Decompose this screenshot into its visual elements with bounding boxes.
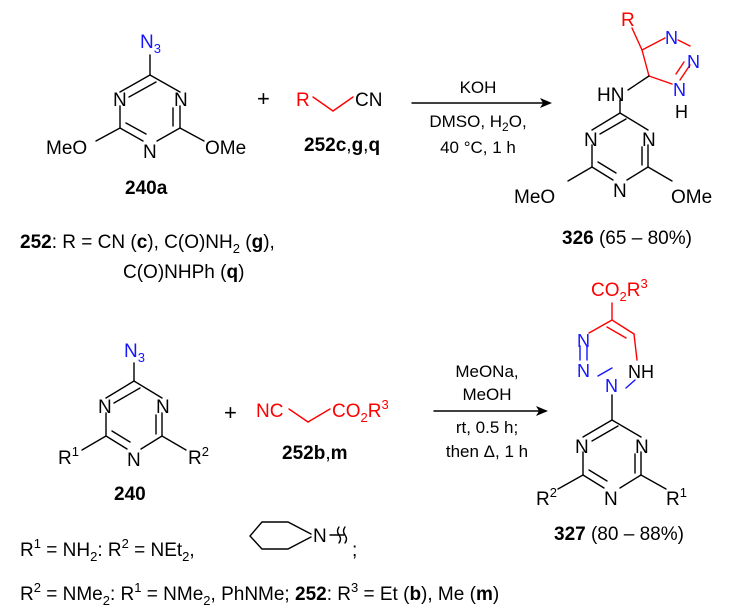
left-group: R1 [58,444,79,469]
reaction-arrow-1: KOH DMSO, H2O, 40 °C, 1 h [411,78,552,157]
legend-semicolon: ; [352,540,357,561]
compound-label-326: 326 (65 – 80%) [562,228,692,249]
hn-label: HN [597,85,624,106]
product-327: CO2R3 N N N NH N N N R2 R1 327 (80 – 88%… [536,276,687,545]
ring-n-bottom: N [127,450,141,471]
triazole-nh-n: N [673,80,686,100]
triazole-nh-h: H [675,102,688,122]
ring-n-right: N [642,130,656,151]
triazine-nh: NH [628,362,654,382]
ring-n-bottom: N [613,181,627,202]
left-group: R2 [536,485,557,510]
product-r-label: R [621,10,635,31]
triazine-n-mid: N [577,361,590,381]
reagent-r-label: R [296,90,310,111]
azide-label: N3 [140,32,161,56]
plus-sign: + [224,400,237,425]
ring-n-left: N [584,130,598,151]
ring-n-right: N [156,397,170,418]
right-group: R2 [188,444,209,469]
condition-line-1: MeONa, [455,362,518,381]
reactant-240a: N3 N N N MeO OMe 240a [46,32,246,199]
plus-sign: + [257,86,270,111]
reactant-240: N3 N N N R1 R2 240 [58,341,209,505]
reagent-ester-label: CO2R3 [332,397,389,425]
azide-label: N3 [124,341,145,365]
condition-line-4: then Δ, 1 h [446,442,528,461]
ring-n-left: N [113,90,127,111]
compound-label-252bm: 252b,m [282,443,348,464]
condition-line-1: KOH [460,78,497,97]
ring-n-left: N [98,397,112,418]
ring-n-bottom: N [143,142,157,163]
legend-line-2: R2 = NMe2: R1 = NMe2, PhNMe; 252: R3 = E… [20,580,499,608]
compound-label-252cgq: 252c,g,q [304,135,380,156]
reagent-nc-label: NC [256,401,283,422]
condition-line-2: MeOH [462,385,511,404]
reagent-252bm: NC CO2R3 252b,m [256,397,389,464]
ring-n-bottom: N [604,489,618,510]
right-group: OMe [205,138,246,159]
condition-line-3: rt, 0.5 h; [456,418,518,437]
ring-n-right: N [635,437,649,458]
condition-line-3: 40 °C, 1 h [440,138,516,157]
legend-252-line-1: 252: R = CN (c), C(O)NH2 (g), [20,232,275,256]
triazole-n2: N [687,52,700,72]
right-group: OMe [671,187,712,208]
right-group: R1 [666,485,687,510]
product-326: R N N N H HN N N N MeO OMe 326 (65 – 80%… [514,10,712,249]
ring-n-right: N [174,90,188,111]
triazine-n-top: N [577,331,590,351]
product-ester-label: CO2R3 [591,276,648,304]
compound-label-240: 240 [114,484,146,505]
compound-label-327: 327 (80 – 88%) [554,524,684,545]
left-group: MeO [514,187,555,208]
triazole-n1: N [665,28,678,48]
compound-label-240a: 240a [125,178,168,199]
condition-line-2: DMSO, H2O, [429,112,526,134]
triazine-n-attach: N [605,376,618,396]
reaction-1: N3 N N N MeO OMe 240a + R CN 252c,g,q KO… [20,10,712,283]
ring-n-left: N [575,437,589,458]
piperidine-n: N [313,526,327,547]
reagent-cn-label: CN [355,90,382,111]
legend-252-line-2: C(O)NHPh (q) [123,262,244,283]
left-group: MeO [46,138,87,159]
piperidine-ring: N ; [249,521,357,561]
reaction-arrow-2: MeONa, MeOH rt, 0.5 h; then Δ, 1 h [433,362,548,461]
legend-line-1: R1 = NH2: R2 = NEt2, [20,536,195,564]
reaction-2: N3 N N N R1 R2 240 + NC CO2R3 252b,m MeO… [20,276,687,608]
reagent-252cgq: R CN 252c,g,q [296,90,382,156]
